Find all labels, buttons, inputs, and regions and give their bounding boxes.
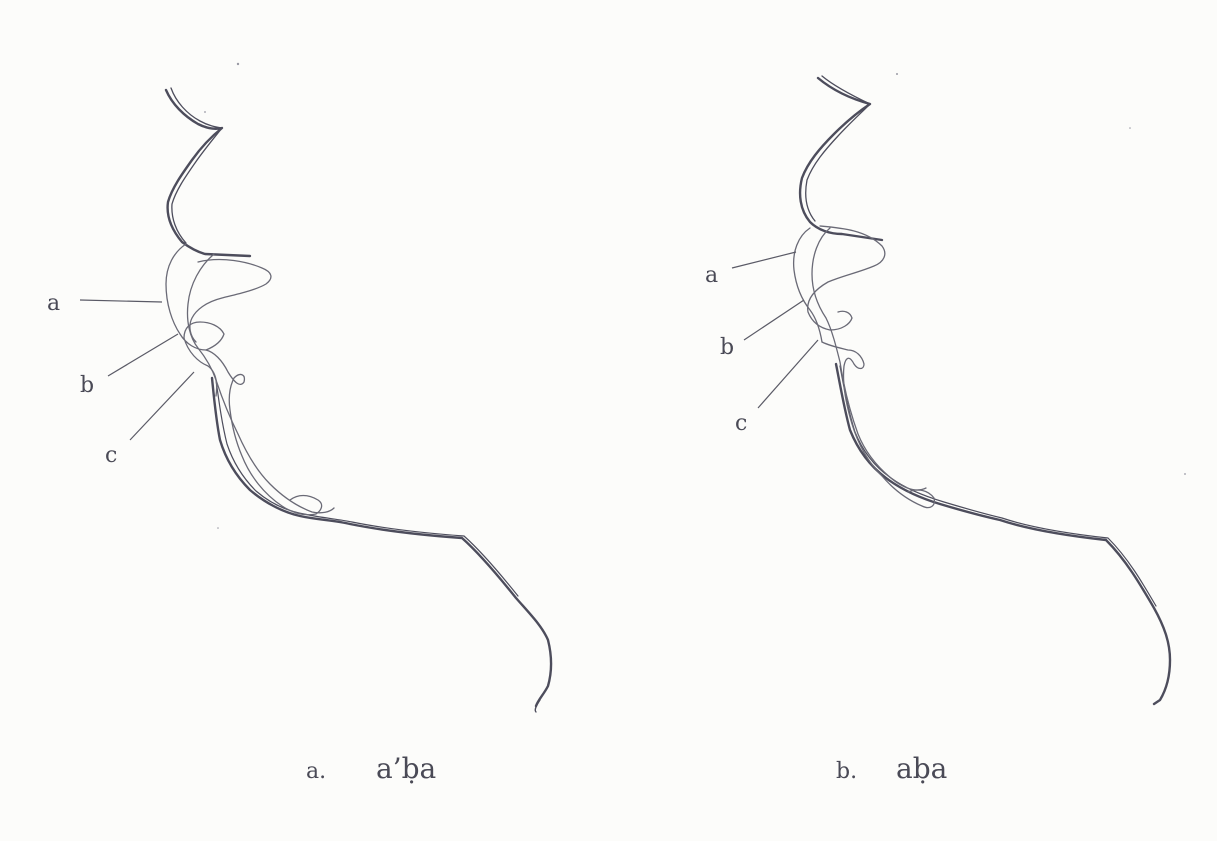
panel-a-caption-letter: a.	[306, 759, 326, 784]
speck	[237, 63, 239, 65]
contour-a	[166, 244, 224, 396]
panel-b-leader-c	[758, 340, 818, 408]
panel-b-profile	[800, 76, 1170, 704]
panel-a-lip-contours	[166, 244, 334, 515]
panel-b-caption-word: aḅa	[896, 752, 947, 785]
speck	[1184, 473, 1186, 475]
panel-a-leader-a	[80, 300, 162, 302]
speck	[204, 111, 206, 113]
contour-c	[822, 342, 934, 508]
panel-b-caption-letter: b.	[836, 759, 857, 784]
panel-b-leader-b	[744, 300, 804, 340]
panel-a-leader-b	[108, 334, 178, 376]
speck	[217, 527, 219, 529]
panel-b-leader-a	[732, 252, 796, 268]
panel-a-label-c: c	[105, 443, 117, 468]
panel-b: a b c b. aḅa	[705, 76, 1170, 785]
contour-b	[187, 254, 334, 513]
speck	[896, 73, 898, 75]
contour-c	[206, 350, 322, 515]
panel-b-label-c: c	[735, 411, 747, 436]
speck	[1129, 127, 1131, 129]
panel-a-leader-c	[130, 372, 194, 440]
panel-b-label-b: b	[720, 335, 734, 360]
panel-a-label-b: b	[80, 373, 94, 398]
panel-a-label-a: a	[47, 291, 60, 316]
panel-a: a b c a. a’ḅa	[47, 88, 551, 785]
panel-a-caption-word: a’ḅa	[376, 752, 436, 785]
panel-b-lip-contours	[794, 226, 935, 508]
panel-b-label-a: a	[705, 263, 718, 288]
